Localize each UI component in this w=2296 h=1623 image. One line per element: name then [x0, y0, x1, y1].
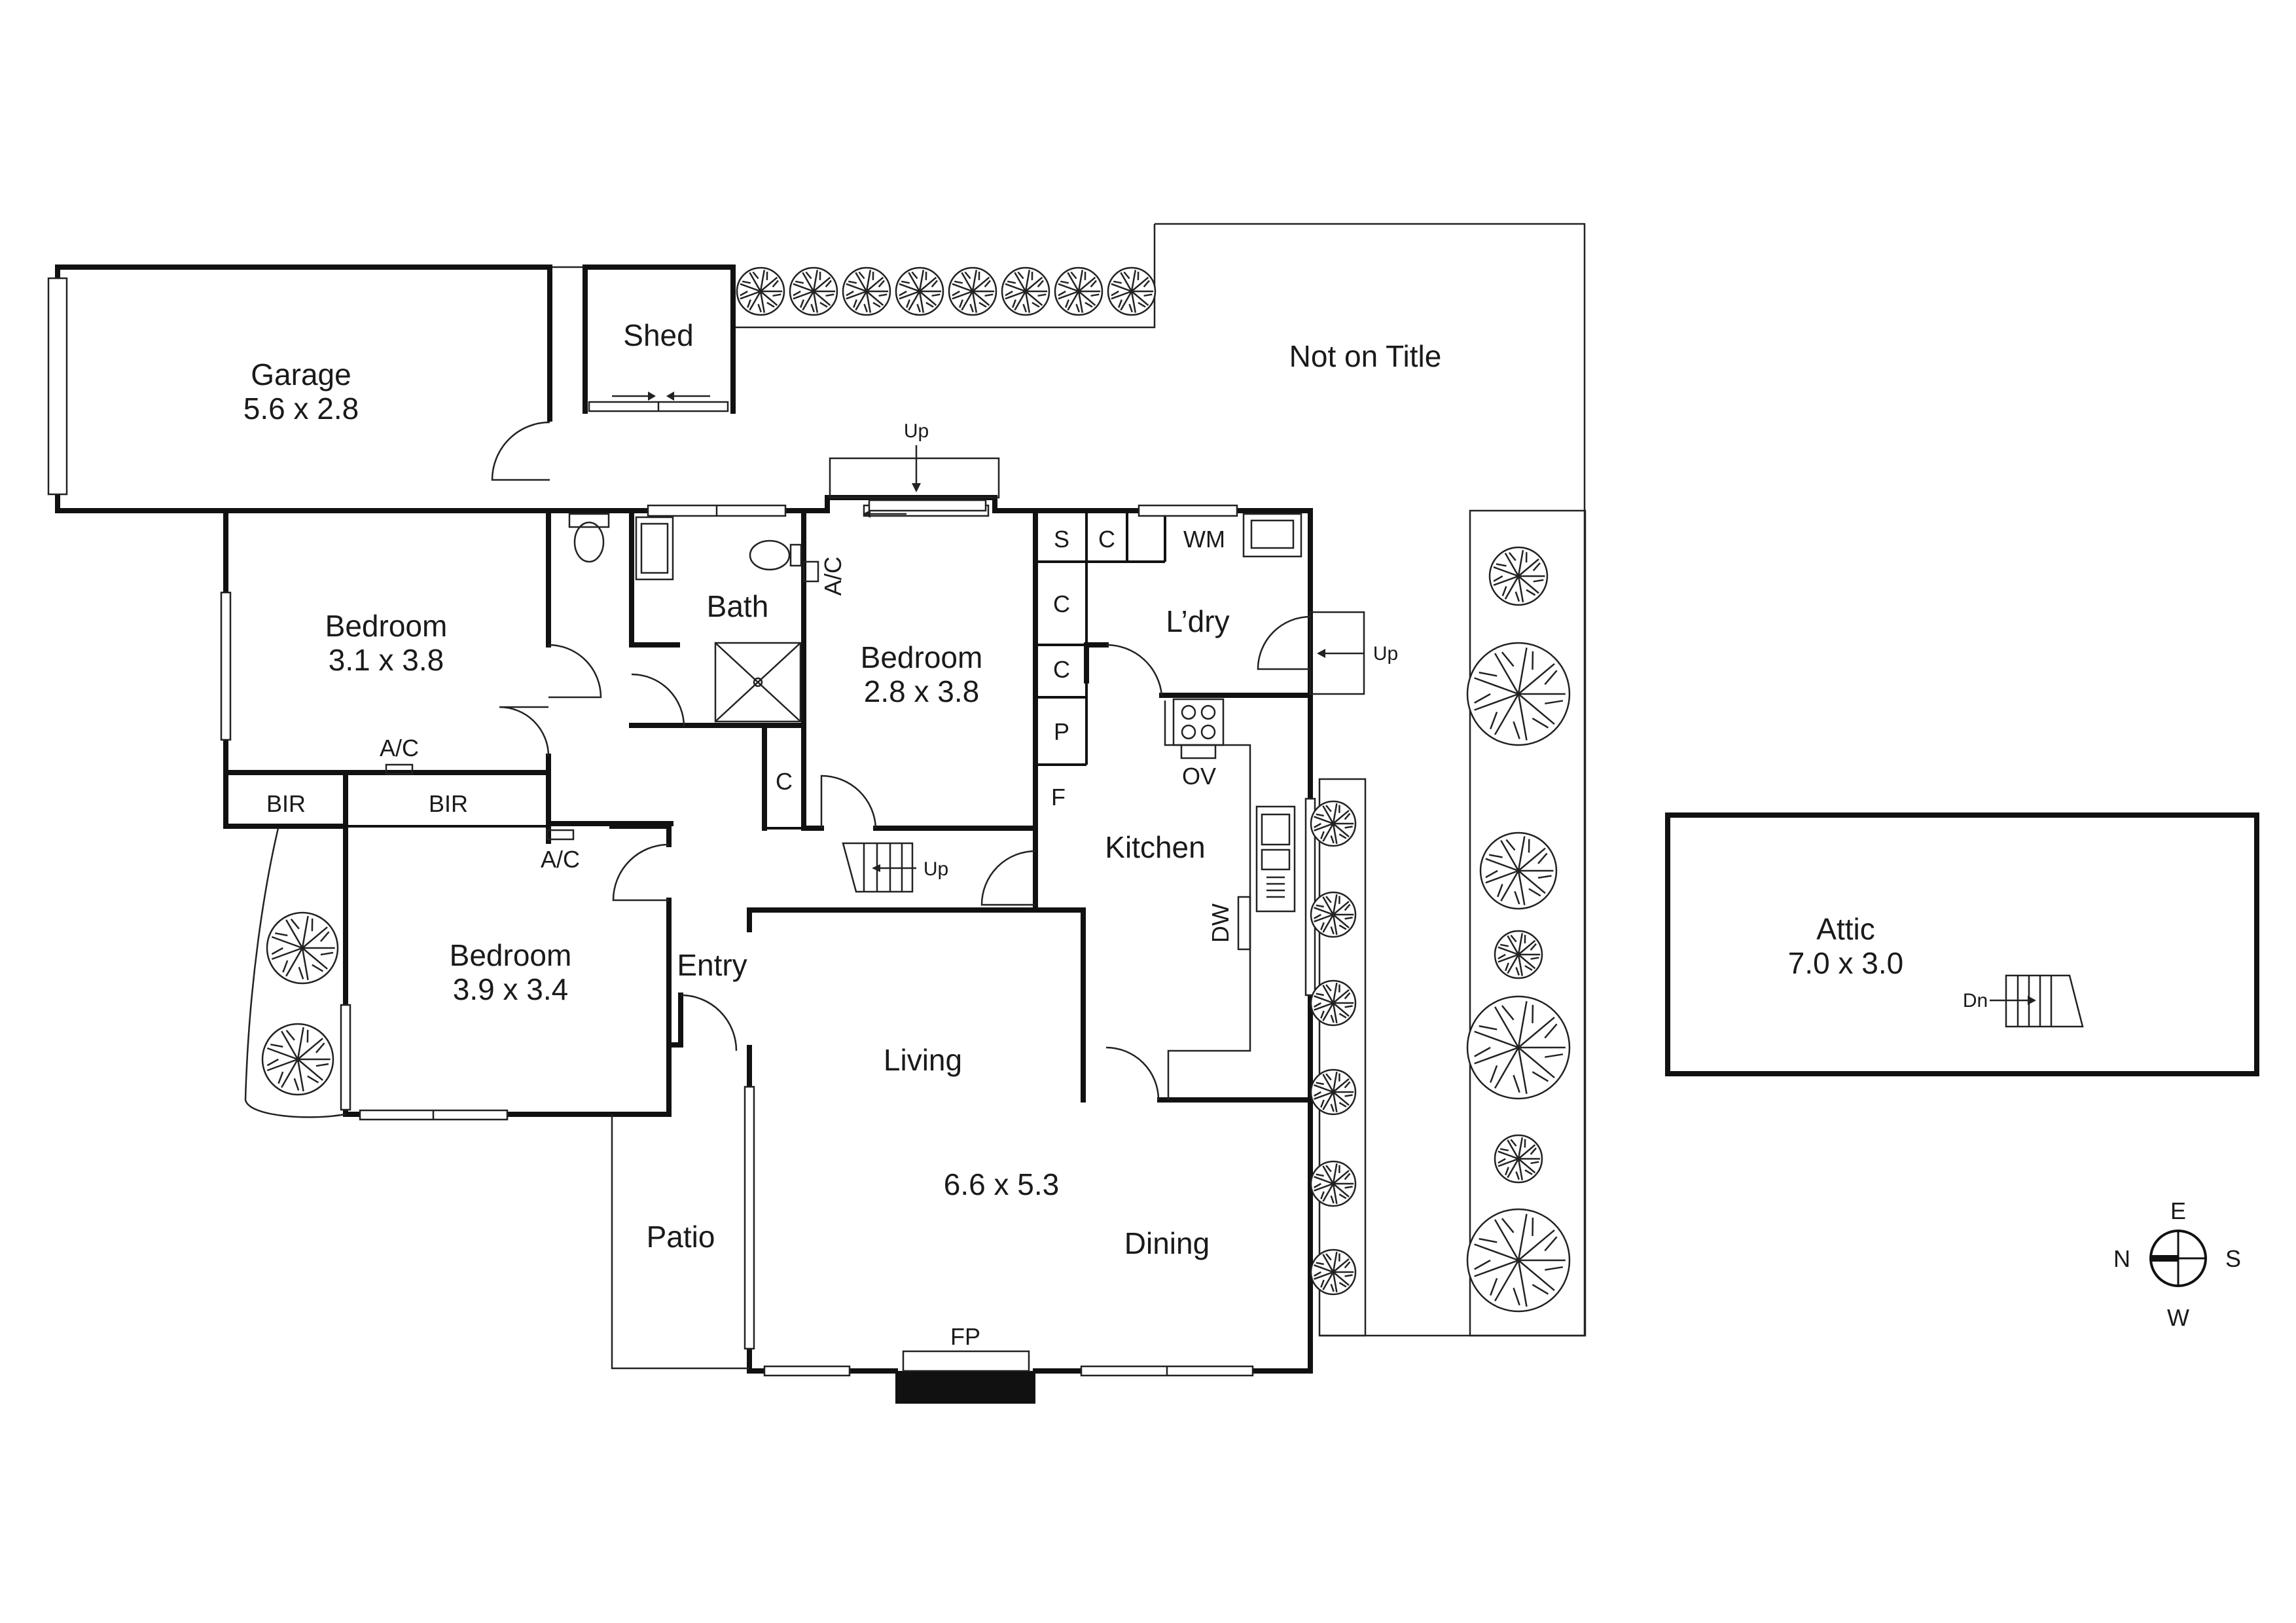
attic-dims: 7.0 x 3.0: [1788, 946, 1903, 980]
bedroom1-name: Bedroom: [325, 609, 448, 643]
shed: [583, 264, 736, 414]
cupboard-c-hall-label: C: [776, 768, 793, 795]
tree-icon: [842, 266, 891, 316]
washing-machine-label: WM: [1183, 526, 1225, 553]
dining-name: Dining: [1124, 1226, 1210, 1260]
tree-icon: [1310, 1068, 1357, 1116]
tree-icon: [1310, 800, 1357, 847]
living-name: Living: [884, 1043, 962, 1077]
garage-name: Garage: [251, 357, 351, 392]
laundry-name: L’dry: [1166, 604, 1229, 638]
tree-icon: [266, 911, 339, 985]
tree-icon: [789, 266, 838, 316]
step-up-top: Up: [829, 420, 1000, 518]
shed-name: Shed: [623, 318, 693, 352]
sink-icon: [1255, 805, 1296, 913]
bathtub-icon: [635, 516, 674, 581]
tree-icon: [1054, 266, 1103, 316]
tree-icon: [1310, 979, 1357, 1027]
tree-icon: [1107, 266, 1157, 316]
toilet-icon: [573, 521, 605, 563]
bir-label-1: BIR: [266, 790, 306, 817]
fixtures: [385, 513, 1302, 951]
tree-icon: [1310, 1249, 1357, 1296]
shower-icon: [714, 642, 802, 723]
tree-icon: [1494, 930, 1543, 979]
toilet-icon: [749, 539, 791, 571]
bedroom1-dims: 3.1 x 3.8: [329, 643, 444, 677]
fridge-label: F: [1051, 784, 1066, 811]
not-on-title-label: Not on Title: [1289, 339, 1442, 373]
garden-bed: [244, 828, 346, 1118]
stairs-icon: Up: [842, 842, 948, 893]
tree-icon: [1466, 642, 1571, 746]
bir-label-2: BIR: [429, 790, 468, 817]
bedroom2-name: Bedroom: [861, 640, 983, 674]
cooktop-icon: [1172, 698, 1225, 759]
bedroom2-dims: 2.8 x 3.8: [864, 674, 979, 708]
tree-icon: [261, 1023, 334, 1096]
cupboard-c1-label: C: [1098, 526, 1115, 553]
fixture-labels: BIR BIR A/C A/C A/C S C C C C P F WM OV …: [266, 526, 1234, 1350]
compass-icon: E N S W: [2113, 1197, 2241, 1331]
tree-icon: [1310, 1160, 1357, 1207]
bedroom3-name: Bedroom: [450, 938, 572, 972]
tree-icon: [1466, 1208, 1571, 1313]
attic: Dn: [1665, 812, 2259, 1076]
tree-icon: [1001, 266, 1050, 316]
ac-label-bath: A/C: [819, 556, 846, 596]
tree-icon: [736, 266, 785, 316]
not-on-title-area: [550, 223, 1587, 1337]
compass-south: S: [2225, 1245, 2241, 1272]
garage: [47, 264, 556, 513]
compass-east: E: [2170, 1197, 2186, 1224]
tree-icon: [1310, 891, 1357, 938]
ac-label-bedroom3: A/C: [541, 846, 580, 873]
room-labels: Garage 5.6 x 2.8 Shed Not on Title Bedro…: [243, 318, 1903, 1260]
dishwasher-label: DW: [1207, 903, 1234, 943]
tree-icon: [1479, 831, 1558, 910]
tree-icon: [1466, 995, 1571, 1100]
living-dining-dims: 6.6 x 5.3: [944, 1167, 1059, 1201]
bath-name: Bath: [707, 589, 769, 623]
tree-icon: [1494, 1134, 1543, 1184]
up-label-top: Up: [904, 420, 929, 442]
tree-icon: [1488, 546, 1549, 606]
garage-door: [47, 277, 68, 496]
stairs-icon: [1990, 974, 2084, 1028]
step-up-laundry: Up: [1309, 611, 1398, 695]
tree-icon: [948, 266, 997, 316]
cupboard-s-label: S: [1054, 526, 1069, 553]
cupboard-c2-label: C: [1053, 591, 1070, 617]
dn-label-attic: Dn: [1963, 990, 1988, 1012]
pantry-label: P: [1054, 718, 1069, 745]
fireplace-label: FP: [950, 1323, 980, 1350]
kitchen-name: Kitchen: [1105, 830, 1205, 864]
up-label-laundry: Up: [1373, 643, 1398, 665]
attic-name: Attic: [1816, 912, 1874, 946]
ac-label-bedroom1: A/C: [380, 735, 419, 761]
compass-west: W: [2167, 1304, 2189, 1331]
doors: [499, 615, 1311, 1101]
trees: [261, 266, 1571, 1313]
garage-dims: 5.6 x 2.8: [243, 392, 359, 426]
garage-side-door: [491, 421, 550, 481]
patio-name: Patio: [647, 1220, 715, 1254]
cupboard-c3-label: C: [1053, 656, 1070, 683]
internal-walls: [223, 508, 1313, 1370]
fireplace: [895, 1371, 1035, 1404]
entry-name: Entry: [677, 948, 747, 982]
compass-north: N: [2113, 1245, 2130, 1272]
up-label-stairs: Up: [924, 858, 948, 880]
bedroom3-dims: 3.9 x 3.4: [453, 972, 568, 1006]
tree-icon: [895, 266, 944, 316]
oven-label: OV: [1182, 763, 1216, 790]
windows: [220, 504, 1316, 1377]
